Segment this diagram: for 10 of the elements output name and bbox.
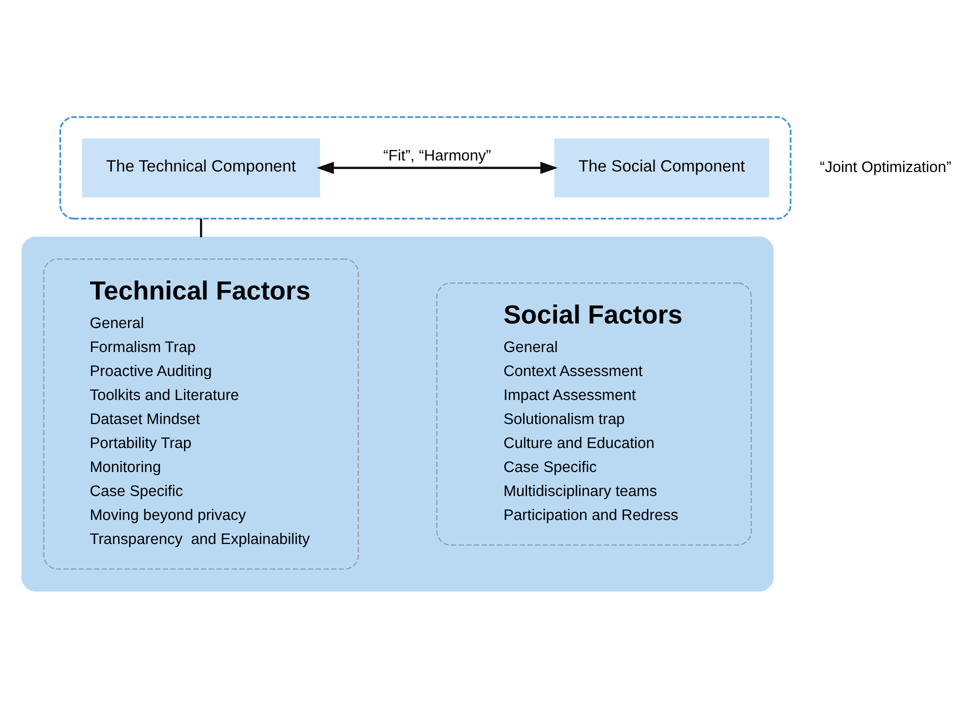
node-box: Social Factors General Context Assessment Impact Assessment Solutionalism trap Culture and Education Case Specific Multidisciplinary teams Participation and Redress bbox=[436, 282, 752, 546]
connector bbox=[200, 218, 202, 237]
edge-label: “Fit”, “Harmony” bbox=[383, 146, 491, 164]
cluster bbox=[21, 236, 774, 591]
cluster bbox=[59, 116, 792, 219]
node-box: Technical Factors General Formalism Trap Proactive Auditing Toolkits and Literature Dataset Mindset Portability Trap Monitoring Case Specific Moving beyond privacy Transparency and Explainability bbox=[43, 258, 359, 570]
arrow bbox=[316, 161, 558, 174]
node-box: The Social Component bbox=[554, 138, 770, 197]
label: “Joint Optimization” bbox=[820, 158, 952, 176]
node-box: The Technical Component bbox=[82, 138, 320, 197]
